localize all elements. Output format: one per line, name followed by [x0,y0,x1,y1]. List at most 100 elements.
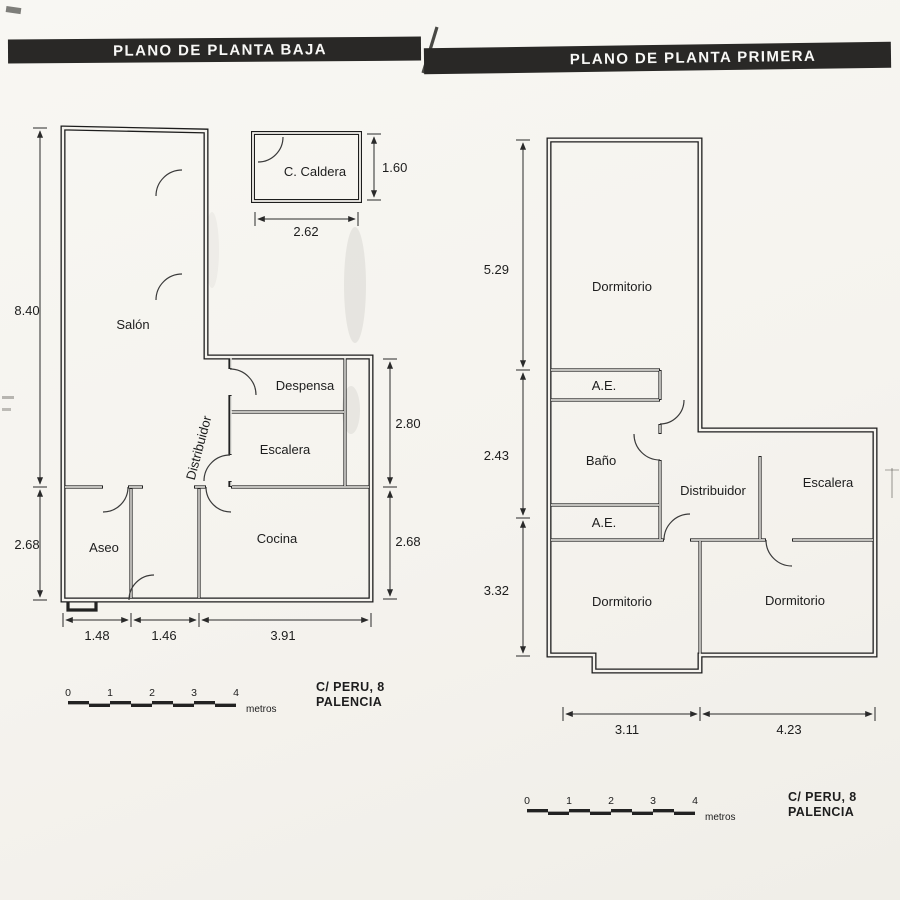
dim-right-upper: 2.80 [395,416,420,431]
room-label-caldera: C. Caldera [284,164,347,179]
dim-bottom-hall: 1.46 [151,628,176,643]
right-plan-doors [633,399,793,567]
dim-left-middle: 2.43 [484,448,509,463]
scale-block [131,704,152,707]
left-plan-header: PLANO DE PLANTA BAJA [7,36,422,64]
scale-block [194,701,215,704]
edge-mark [2,396,14,399]
room-label-escalera: Escalera [260,442,311,457]
smudge [344,227,366,343]
left-plan: PLANO DE PLANTA BAJA [7,36,422,715]
dim-right-lower: 2.68 [395,534,420,549]
right-plan-dimensions: 5.29 2.43 3.32 3.11 4.23 [484,139,876,737]
address-street: C/ PERU, 8 [316,680,385,694]
door-arc-icon [102,486,129,513]
scale-block [527,809,548,812]
room-label-ae-lower: A.E. [592,515,617,530]
edge-mark [2,408,11,411]
scale-unit: metros [705,812,736,823]
room-label-distribuidor: Distribuidor [680,483,746,498]
scale-block [590,812,611,815]
room-label-ae-upper: A.E. [592,378,617,393]
scale-block [632,812,653,815]
door-arc-icon [663,513,691,541]
door-arc-icon [257,136,284,163]
left-header-bar [7,36,422,64]
door-arc-icon [155,273,183,301]
scale-tick-label: 0 [65,687,71,699]
scale-block [173,704,194,707]
room-label-dormitorio-top: Dormitorio [592,279,652,294]
scale-tick-label: 4 [233,687,239,699]
dim-bottom-left: 3.11 [615,722,639,737]
right-plan-title: PLANO DE PLANTA PRIMERA [570,48,817,68]
right-outer-wall [546,137,878,674]
caldera-wall-inner [252,132,361,202]
left-plan-doors [102,136,284,601]
dim-bottom-aseo: 1.48 [84,628,109,643]
dim-left-lower: 2.68 [14,537,39,552]
scale-block [68,701,89,704]
door-arc-icon [633,433,661,461]
right-outer-wall-inner [547,138,877,673]
scale-block [215,704,236,707]
scale-tick-label: 1 [566,795,572,807]
dim-left-upper: 8.40 [14,303,39,318]
dim-bottom-right: 4.23 [776,722,801,737]
corner-smudge [5,6,22,15]
scale-block [152,701,173,704]
scale-tick-label: 2 [149,687,155,699]
room-label-escalera: Escalera [803,475,854,490]
dim-left-upper: 5.29 [484,262,509,277]
address-city: PALENCIA [788,805,854,819]
room-label-salon: Salón [116,317,149,332]
left-scale-bar: 0 1 2 3 4 metros [65,687,276,715]
scale-block [569,809,590,812]
left-plan-title: PLANO DE PLANTA BAJA [113,41,327,59]
room-label-bano: Baño [586,453,616,468]
scale-block [89,704,110,707]
room-label-distribuidor: Distribuidor [183,413,215,481]
door-arc-icon [229,368,257,396]
scale-tick-label: 2 [608,795,614,807]
scale-block [548,812,569,815]
right-plan: PLANO DE PLANTA PRIMERA Dormitorio [423,41,892,823]
scale-block [674,812,695,815]
right-plan-header: PLANO DE PLANTA PRIMERA [423,41,892,75]
address-street: C/ PERU, 8 [788,790,857,804]
dim-bottom-cocina: 3.91 [270,628,295,643]
room-label-dormitorio-left: Dormitorio [592,594,652,609]
scale-block [653,809,674,812]
scale-tick-label: 1 [107,687,113,699]
scale-unit: metros [246,704,277,715]
door-arc-icon [205,486,232,513]
scan-artifacts [2,6,899,498]
scale-tick-label: 4 [692,795,698,807]
scale-tick-label: 3 [650,795,656,807]
dim-left-lower: 3.32 [484,583,509,598]
room-label-cocina: Cocina [257,531,298,546]
door-arc-icon [203,454,231,482]
scale-tick-label: 3 [191,687,197,699]
address-city: PALENCIA [316,695,382,709]
right-address: C/ PERU, 8 PALENCIA [788,790,857,819]
door-arc-icon [155,169,183,197]
left-address: C/ PERU, 8 PALENCIA [316,680,385,709]
scale-block [110,701,131,704]
right-header-bar [423,41,892,75]
left-outer-wall-inner [61,126,373,602]
left-plan-dimensions: 8.40 2.68 2.80 2.68 1.60 2.62 1.48 [14,127,421,643]
scale-tick-label: 0 [524,795,530,807]
door-arc-icon [765,539,793,567]
left-outer-wall [60,125,374,603]
entrance-step [66,600,98,612]
right-plan-room-labels: Dormitorio A.E. Baño Distribuidor Escale… [586,279,854,609]
door-arc-icon [128,574,155,601]
room-label-dormitorio-right: Dormitorio [765,593,825,608]
room-label-despensa: Despensa [276,378,335,393]
scale-block [611,809,632,812]
right-scale-bar: 0 1 2 3 4 metros [524,795,735,823]
door-arc-icon [659,399,685,425]
